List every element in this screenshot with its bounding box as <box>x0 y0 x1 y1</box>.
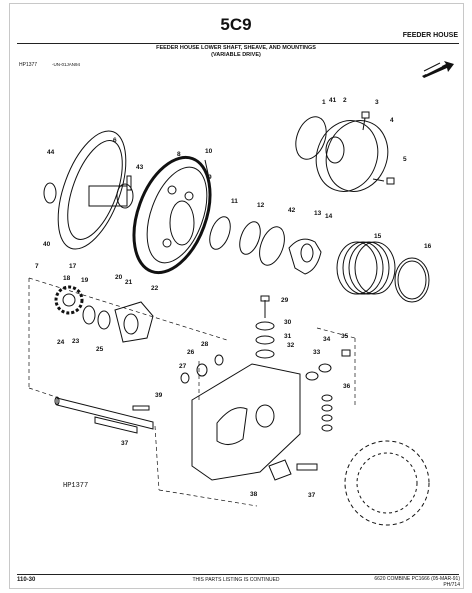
page-frame <box>9 3 464 589</box>
callout-label: 39 <box>155 392 163 399</box>
header-rule <box>17 43 459 44</box>
callout-label: 6 <box>113 137 117 144</box>
callout-label: 30 <box>284 319 292 326</box>
footer-rule <box>17 574 459 575</box>
callout-label: 40 <box>43 241 51 248</box>
callout-label: 11 <box>231 198 238 205</box>
diagram-stamp: HP1377 <box>63 482 89 490</box>
callout-label: 22 <box>151 285 159 292</box>
section-title: FEEDER HOUSE <box>402 32 458 39</box>
callout-label: 19 <box>81 277 89 284</box>
title-line-2: (VARIABLE DRIVE) <box>211 52 261 58</box>
revision-date: (05-MAR-91) <box>431 576 460 582</box>
page-title: FEEDER HOUSE LOWER SHAFT, SHEAVE, AND MO… <box>0 45 472 59</box>
footer-info: 6620 COMBINE PC1666 (05-MAR-91) PH/714 <box>374 576 460 588</box>
title-line-1: FEEDER HOUSE LOWER SHAFT, SHEAVE, AND MO… <box>156 45 316 51</box>
callout-label: 44 <box>47 149 55 156</box>
callout-label: 31 <box>284 333 292 340</box>
callout-label: 34 <box>323 336 331 343</box>
callout-label: 8 <box>177 151 181 158</box>
footer-code: PH/714 <box>443 582 460 588</box>
callout-label: 36 <box>343 383 351 390</box>
callout-label: 29 <box>281 297 289 304</box>
callout-label: 35 <box>341 333 349 340</box>
arrow-icon <box>422 61 454 78</box>
page-number: 110-30 <box>17 577 36 583</box>
callout-label: 2 <box>343 97 347 104</box>
callout-label: 15 <box>374 233 382 240</box>
exploded-parts-diagram: 1 41 2 3 4 5 6 44 43 8 10 9 11 12 42 13 … <box>28 97 432 526</box>
callout-label: 3 <box>375 99 379 106</box>
callout-label: 13 <box>314 210 322 217</box>
hp-reference: HP1377 <box>19 62 38 68</box>
callout-label: 7 <box>35 263 39 270</box>
callout-label: 27 <box>179 363 187 370</box>
continued-notice: THIS PARTS LISTING IS CONTINUED <box>192 577 280 583</box>
callout-label: 14 <box>325 213 333 220</box>
callout-label: 10 <box>205 148 213 155</box>
callout-label: 28 <box>201 341 209 348</box>
callout-label: 33 <box>313 349 321 356</box>
callout-label: 24 <box>57 339 65 346</box>
callout-label: 17 <box>69 263 77 270</box>
date-reference: -UN-01JAN94 <box>52 62 81 67</box>
callout-label: 5 <box>403 156 407 163</box>
callout-label: 38 <box>250 491 258 498</box>
page-code: 5C9 <box>220 15 252 34</box>
catalog-number: PC1666 <box>411 576 430 582</box>
callout-label: 18 <box>63 275 71 282</box>
callout-label: 12 <box>257 202 265 209</box>
callout-label: 42 <box>288 207 296 214</box>
callout-label: 43 <box>136 164 144 171</box>
callout-label: 23 <box>72 338 80 345</box>
model-name: 6620 COMBINE <box>374 576 411 582</box>
callout-label: 41 <box>329 97 337 104</box>
callout-label: 4 <box>390 117 394 124</box>
callout-label: 1 <box>322 99 326 106</box>
callout-label: 32 <box>287 342 295 349</box>
callout-label: 20 <box>115 274 123 281</box>
callout-label: 25 <box>96 346 104 353</box>
callout-label: 9 <box>208 174 212 181</box>
callout-label: 37 <box>121 440 129 447</box>
callout-label: 37 <box>308 492 316 499</box>
callout-label: 26 <box>187 349 195 356</box>
callout-label: 16 <box>424 243 432 250</box>
callout-label: 21 <box>125 279 133 286</box>
